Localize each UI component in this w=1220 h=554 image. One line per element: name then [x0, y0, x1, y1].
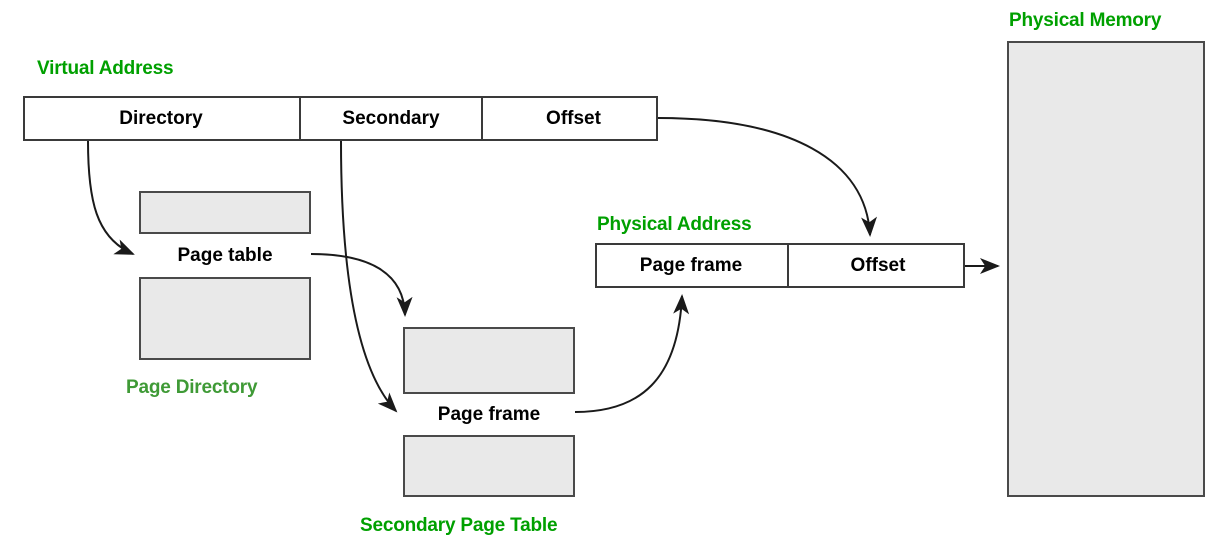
page-directory-label: Page Directory — [126, 377, 258, 398]
physical-address-box: Page frame Offset — [595, 243, 965, 288]
virtual-address-box: Directory Secondary Offset — [23, 96, 658, 141]
arrow-secondary-to-secondary-page-table — [340, 140, 398, 413]
arrow-directory-to-page-directory — [87, 140, 135, 255]
secondary-page-table-entry-page-frame: Page frame — [403, 392, 575, 437]
virtual-address-label: Virtual Address — [37, 58, 174, 79]
physical-memory-block — [1007, 41, 1205, 497]
page-directory-table: Page table — [139, 191, 311, 360]
virtual-address-field-directory: Directory — [23, 96, 301, 141]
secondary-page-table-label: Secondary Page Table — [360, 515, 558, 536]
arrow-page-table-to-secondary-table — [310, 253, 413, 317]
page-directory-row-empty-bottom — [141, 279, 309, 358]
physical-address-field-page-frame: Page frame — [595, 243, 789, 288]
page-directory-row-empty-top — [141, 193, 309, 232]
virtual-address-field-secondary: Secondary — [301, 96, 483, 141]
page-directory-entry-page-table: Page table — [139, 232, 311, 279]
physical-address-field-offset: Offset — [850, 254, 906, 276]
secondary-page-table-row-empty-bottom — [405, 437, 573, 495]
secondary-page-table-row-empty-top — [405, 329, 573, 392]
virtual-address-field-offset: Offset — [546, 107, 601, 129]
physical-memory-label: Physical Memory — [1009, 10, 1162, 31]
arrow-page-frame-to-physical-address — [574, 294, 690, 413]
secondary-page-table: Page frame — [403, 327, 575, 497]
physical-address-label: Physical Address — [597, 214, 752, 235]
